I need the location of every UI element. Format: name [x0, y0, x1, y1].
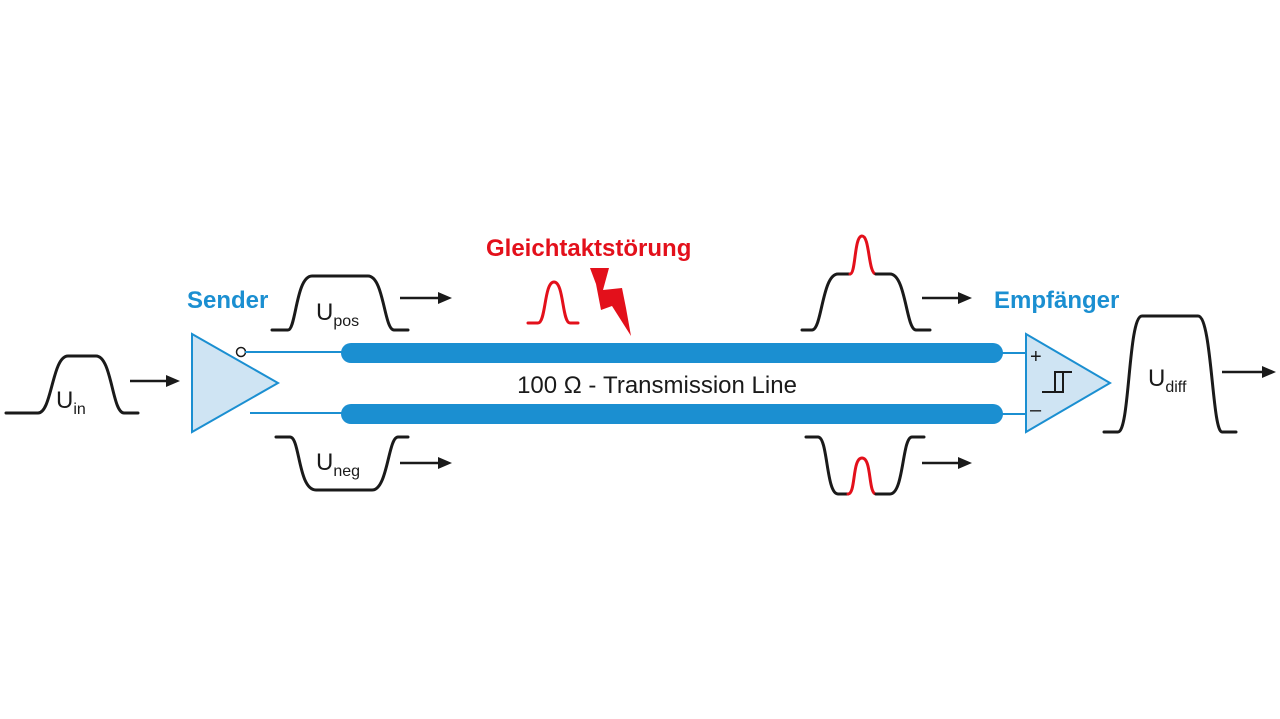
u-in-label: Uin	[56, 387, 86, 418]
transmission-line-neg	[341, 404, 1003, 424]
u-pos-label: Upos	[316, 299, 359, 330]
u-neg-label: Uneg	[316, 449, 360, 480]
arrow-right-icon	[400, 457, 452, 469]
sender-amplifier	[191, 332, 281, 434]
u-in-waveform	[4, 354, 140, 415]
disturbance-label: Gleichtaktstörung	[486, 235, 691, 262]
transmission-line-pos	[341, 343, 1003, 363]
arrow-right-icon	[922, 292, 972, 304]
plus-input-label: +	[1030, 346, 1042, 368]
hysteresis-icon	[1042, 371, 1072, 393]
u-pos-waveform	[270, 274, 410, 332]
arrow-right-icon	[1222, 366, 1276, 378]
u-neg-waveform	[274, 435, 410, 492]
u-diff-label: Udiff	[1148, 365, 1187, 396]
minus-input-label: –	[1030, 399, 1042, 421]
u-pos-disturbed-waveform	[800, 234, 932, 332]
u-diff-waveform	[1102, 314, 1238, 434]
u-neg-disturbed-waveform	[804, 435, 926, 496]
arrow-right-icon	[922, 457, 972, 469]
sender-label: Sender	[187, 287, 268, 314]
receiver-label: Empfänger	[994, 287, 1119, 314]
receiver-amplifier	[1025, 332, 1112, 434]
inverter-bubble-icon	[235, 346, 247, 358]
arrow-right-icon	[400, 292, 452, 304]
transmission-line-label: 100 Ω - Transmission Line	[517, 372, 797, 399]
arrow-right-icon	[130, 375, 180, 387]
disturbance-pulse	[526, 280, 580, 325]
lightning-icon	[590, 268, 631, 336]
